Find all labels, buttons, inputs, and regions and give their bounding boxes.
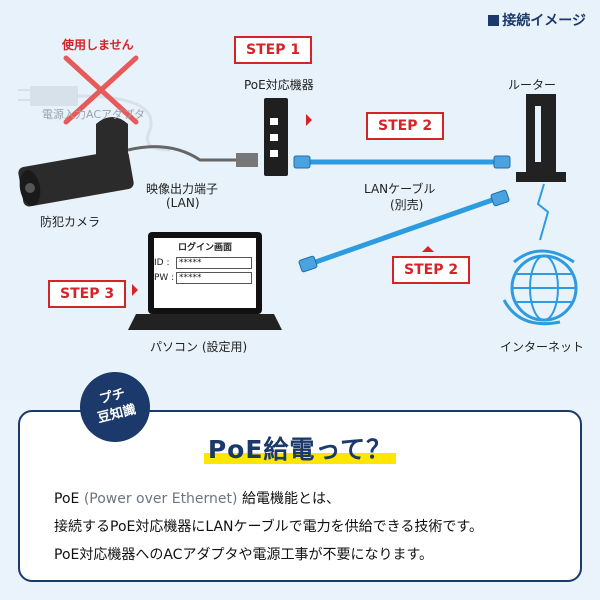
camera-cable (127, 145, 236, 162)
step1-badge: STEP 1 (234, 36, 313, 64)
laptop-icon (128, 232, 282, 330)
output-port-label-2: (LAN) (166, 196, 200, 210)
login-screen: ログイン画面 ID : ***** PW : ***** (154, 240, 256, 284)
poe-device-icon (264, 98, 288, 176)
router-label: ルーター (508, 78, 557, 92)
adapter-label: 電源入力ACアダプタ (42, 108, 146, 121)
step2-badge-bottom: STEP 2 (392, 256, 471, 284)
step-arrow-icon (422, 246, 434, 252)
connection-diagram: 接続イメージ (18, 10, 586, 354)
step-arrow-icon (306, 114, 312, 126)
pc-label: パソコン (設定用) (150, 340, 248, 354)
square-bullet-icon (488, 15, 500, 26)
lan-cable-label-2: (別売) (390, 198, 424, 212)
camera-icon (18, 117, 134, 207)
login-pw-row: PW : ***** (154, 272, 256, 284)
login-pw-field[interactable]: ***** (176, 272, 252, 284)
lan-cable-icon (293, 155, 511, 169)
internet-label: インターネット (500, 340, 585, 354)
diagram-heading: 接続イメージ (488, 10, 586, 30)
lan-cable-label-1: LANケーブル (364, 182, 436, 196)
step-arrow-icon (132, 284, 138, 296)
wireless-link (536, 183, 550, 241)
info-title: PoE給電って？ (20, 430, 580, 466)
lan-cable-2-icon (298, 189, 510, 273)
not-used-x-icon (63, 55, 139, 125)
login-id-row: ID : ***** (154, 257, 256, 269)
not-used-label: 使用しません (62, 38, 134, 52)
login-id-field[interactable]: ***** (176, 257, 252, 269)
step2-badge-top: STEP 2 (366, 112, 445, 140)
output-port-label-1: 映像出力端子 (146, 182, 219, 196)
internet-globe-icon (502, 249, 578, 326)
info-line-3: PoE対応機器へのACアダプタや電源工事が不要になります。 (54, 547, 434, 563)
login-id-label: ID : (154, 258, 170, 268)
diagram-graphics (18, 55, 578, 330)
info-line-1: PoE (Power over Ethernet) 給電機能とは、 (54, 491, 340, 507)
camera-label: 防犯カメラ (40, 215, 101, 229)
lan-connector-icon (236, 153, 258, 167)
router-icon (516, 94, 566, 182)
step3-badge: STEP 3 (48, 280, 127, 308)
login-title: ログイン画面 (177, 243, 232, 253)
info-line-2: 接続するPoE対応機器にLANケーブルで電力を供給できる技術です。 (54, 519, 484, 535)
login-pw-label: PW : (154, 273, 175, 283)
poe-device-label: PoE対応機器 (244, 78, 314, 92)
